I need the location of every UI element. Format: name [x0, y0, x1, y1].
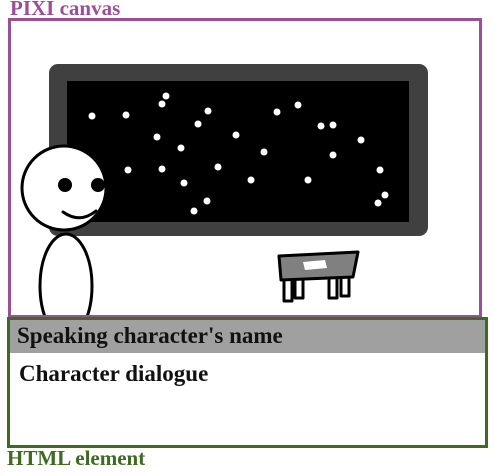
- speaker-name-bar: Speaking character's name: [10, 320, 485, 353]
- screen-display: [67, 81, 409, 222]
- star: [177, 144, 185, 152]
- star: [317, 122, 325, 130]
- dialog-box[interactable]: Speaking character's name Character dial…: [7, 317, 488, 448]
- html-element-label: HTML element: [7, 446, 146, 470]
- star: [381, 191, 389, 199]
- star: [357, 136, 365, 144]
- star: [204, 107, 212, 115]
- star: [273, 108, 281, 116]
- star: [214, 163, 222, 171]
- star: [162, 92, 170, 100]
- character-left-eye: [58, 178, 72, 192]
- star: [190, 207, 198, 215]
- star: [180, 179, 188, 187]
- star: [260, 148, 268, 156]
- table-paper: [303, 260, 327, 270]
- stick-character: [20, 144, 108, 340]
- dialogue-text: Character dialogue: [19, 361, 209, 386]
- stars: [88, 92, 389, 215]
- star: [124, 166, 132, 174]
- star: [376, 166, 384, 174]
- star: [294, 101, 302, 109]
- star: [247, 176, 255, 184]
- star: [329, 151, 337, 159]
- pixi-canvas-label: PIXI canvas: [10, 0, 121, 20]
- star: [88, 112, 96, 120]
- speaker-name: Speaking character's name: [17, 323, 283, 348]
- table: [277, 250, 360, 303]
- star: [374, 199, 382, 207]
- pixi-canvas-frame: [8, 18, 482, 318]
- starfield-screen: [49, 64, 428, 236]
- star: [304, 176, 312, 184]
- star: [122, 111, 130, 119]
- character-smile: [61, 209, 98, 220]
- star: [158, 100, 166, 108]
- character-right-eye: [91, 178, 105, 192]
- star: [153, 133, 161, 141]
- star: [203, 197, 211, 205]
- star: [329, 121, 337, 129]
- star: [232, 131, 240, 139]
- star: [158, 165, 166, 173]
- star: [194, 120, 202, 128]
